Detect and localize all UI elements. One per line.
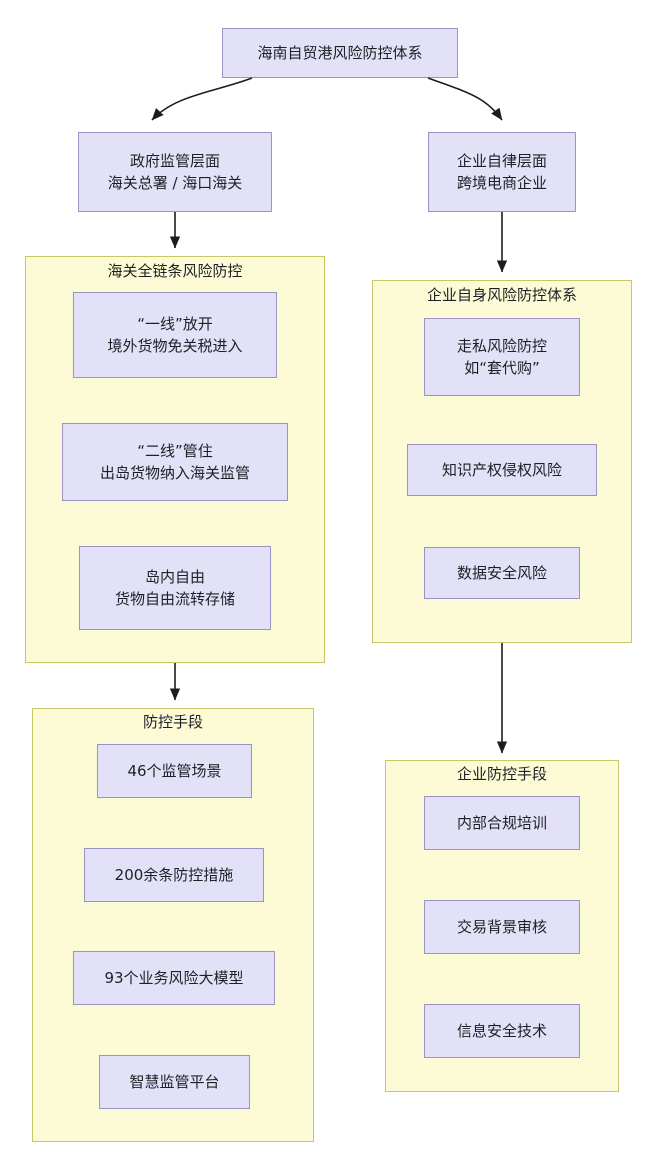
node-measure-item-1-line1: 46个监管场景 (127, 761, 222, 780)
node-erisk-item-3[interactable]: 数据安全风险 (424, 547, 580, 599)
edge-root-to-government (151, 77, 253, 121)
node-measure-item-2[interactable]: 200余条防控措施 (84, 848, 264, 902)
node-root-label: 海南自贸港风险防控体系 (257, 43, 423, 62)
node-enterprise-line1: 企业自律层面 (456, 151, 547, 170)
node-customs-item-3[interactable]: 岛内自由 货物自由流转存储 (79, 546, 271, 630)
group-enterprise-measures-title: 企业防控手段 (456, 765, 547, 783)
node-measure-item-3-line1: 93个业务风险大模型 (104, 968, 244, 987)
group-customs-chain-title: 海关全链条风险防控 (107, 262, 243, 280)
node-customs-item-2-line2: 出岛货物纳入海关监管 (99, 464, 250, 482)
node-erisk-item-2-line1: 知识产权侵权风险 (441, 460, 562, 479)
node-customs-item-3-line2: 货物自由流转存储 (114, 590, 235, 608)
node-customs-item-1[interactable]: “一线”放开 境外货物免关税进入 (73, 292, 277, 378)
node-enterprise[interactable]: 企业自律层面 跨境电商企业 (428, 132, 576, 212)
node-erisk-item-1-line1: 走私风险防控 (456, 336, 547, 355)
node-enterprise-line2: 跨境电商企业 (456, 174, 547, 192)
edge-root-to-enterprise (427, 77, 503, 121)
node-customs-item-3-line1: 岛内自由 (144, 567, 205, 586)
node-emeasure-item-1-line1: 内部合规培训 (456, 813, 547, 832)
node-government-line2: 海关总署 / 海口海关 (107, 174, 243, 192)
node-measure-item-4-line1: 智慧监管平台 (129, 1072, 220, 1091)
node-emeasure-item-2-line1: 交易背景审核 (456, 917, 547, 936)
node-erisk-item-1-line2: 如“套代购” (464, 359, 540, 377)
node-root[interactable]: 海南自贸港风险防控体系 (222, 28, 458, 78)
node-emeasure-item-3-line1: 信息安全技术 (456, 1021, 547, 1040)
node-measure-item-4[interactable]: 智慧监管平台 (99, 1055, 250, 1109)
node-customs-item-1-line1: “一线”放开 (137, 314, 213, 333)
node-erisk-item-2[interactable]: 知识产权侵权风险 (407, 444, 597, 496)
group-enterprise-risk-system-title: 企业自身风险防控体系 (426, 286, 577, 304)
node-emeasure-item-2[interactable]: 交易背景审核 (424, 900, 580, 954)
node-measure-item-3[interactable]: 93个业务风险大模型 (73, 951, 275, 1005)
node-government-line1: 政府监管层面 (129, 151, 220, 170)
node-erisk-item-1[interactable]: 走私风险防控 如“套代购” (424, 318, 580, 396)
node-customs-item-1-line2: 境外货物免关税进入 (107, 337, 243, 355)
group-control-measures-title: 防控手段 (142, 713, 203, 731)
node-customs-item-2-line1: “二线”管住 (137, 441, 213, 460)
node-measure-item-2-line1: 200余条防控措施 (114, 865, 234, 884)
node-emeasure-item-1[interactable]: 内部合规培训 (424, 796, 580, 850)
node-customs-item-2[interactable]: “二线”管住 出岛货物纳入海关监管 (62, 423, 288, 501)
node-erisk-item-3-line1: 数据安全风险 (456, 563, 547, 582)
node-emeasure-item-3[interactable]: 信息安全技术 (424, 1004, 580, 1058)
node-government[interactable]: 政府监管层面 海关总署 / 海口海关 (78, 132, 272, 212)
node-measure-item-1[interactable]: 46个监管场景 (97, 744, 252, 798)
